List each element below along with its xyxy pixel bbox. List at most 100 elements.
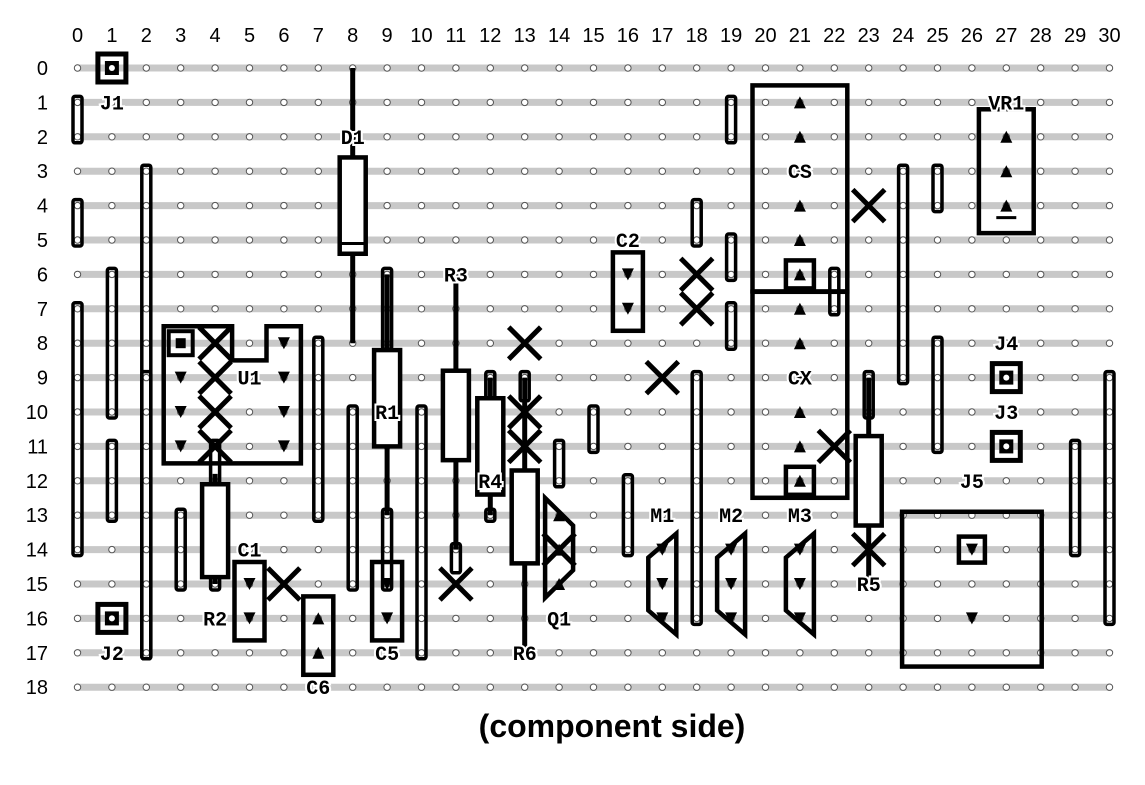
hole xyxy=(108,339,116,347)
hole xyxy=(796,649,804,657)
hole xyxy=(1105,133,1114,141)
hole xyxy=(417,339,426,347)
hole xyxy=(968,133,976,141)
hole xyxy=(177,649,185,657)
hole xyxy=(624,236,632,244)
hole xyxy=(521,270,529,279)
hole xyxy=(555,305,563,313)
wire-link xyxy=(931,163,944,214)
hole xyxy=(417,614,426,623)
hole xyxy=(383,649,391,657)
hole xyxy=(211,133,219,141)
hole xyxy=(314,270,322,279)
pin1-marker xyxy=(783,258,817,291)
hole xyxy=(245,64,254,72)
hole xyxy=(108,305,116,313)
hole xyxy=(933,408,942,416)
hole xyxy=(177,201,185,210)
hole xyxy=(108,98,116,107)
ic-u1 xyxy=(161,323,304,466)
hole xyxy=(830,98,838,107)
hole xyxy=(417,167,426,175)
hole xyxy=(417,305,426,313)
hole xyxy=(555,408,563,416)
hole xyxy=(245,201,254,210)
hole xyxy=(521,201,529,210)
hole xyxy=(108,373,116,382)
hole xyxy=(245,408,254,416)
wire-link xyxy=(140,369,153,661)
hole xyxy=(1002,339,1010,347)
hole xyxy=(73,614,82,623)
wire-link xyxy=(312,335,325,523)
hole xyxy=(693,339,701,347)
hole xyxy=(658,305,666,313)
hole xyxy=(314,339,322,347)
hole xyxy=(933,98,942,107)
hole xyxy=(761,408,770,416)
row-label: 3 xyxy=(37,161,48,183)
row-label: 15 xyxy=(26,574,48,596)
hole xyxy=(555,614,563,623)
hole xyxy=(693,201,701,210)
hole xyxy=(761,683,770,691)
ref-label-cs: CS xyxy=(788,162,812,185)
pin-down-marker xyxy=(174,440,187,453)
hole xyxy=(314,545,322,554)
hole xyxy=(73,683,82,691)
pin-down-marker xyxy=(656,612,669,625)
hole xyxy=(693,98,701,107)
hole xyxy=(383,133,391,141)
hole xyxy=(1002,477,1010,485)
hole xyxy=(727,339,735,347)
capacitor-body xyxy=(610,250,646,334)
hole xyxy=(761,339,770,347)
hole xyxy=(108,167,116,175)
hole xyxy=(1105,64,1114,72)
hole xyxy=(452,133,460,141)
hole xyxy=(968,649,976,657)
hole xyxy=(968,167,976,175)
hole xyxy=(865,133,873,141)
hole xyxy=(73,408,82,416)
mosfet-m2 xyxy=(714,528,748,640)
hole xyxy=(1071,339,1079,347)
hole xyxy=(486,98,494,107)
hole xyxy=(727,683,735,691)
wire-link xyxy=(71,301,84,558)
track-cut-x xyxy=(506,394,543,430)
hole xyxy=(177,683,185,691)
hole xyxy=(177,98,185,107)
hole xyxy=(211,270,219,279)
column-label: 20 xyxy=(754,25,776,47)
hole xyxy=(968,64,976,72)
hole xyxy=(245,98,254,107)
hole xyxy=(761,167,770,175)
hole xyxy=(245,477,254,485)
hole xyxy=(245,236,254,244)
hole xyxy=(693,408,701,416)
hole xyxy=(1037,373,1045,382)
hole xyxy=(624,683,632,691)
hole xyxy=(417,98,426,107)
hole xyxy=(245,545,254,554)
pin-up-marker xyxy=(793,337,806,350)
hole xyxy=(142,236,151,244)
pin1-marker xyxy=(956,534,988,565)
hole xyxy=(177,236,185,244)
hole xyxy=(693,683,701,691)
track-cut-x xyxy=(266,566,302,602)
hole xyxy=(658,236,666,244)
hole xyxy=(211,64,219,72)
hole xyxy=(73,649,82,657)
pin-up-marker xyxy=(793,406,806,418)
ref-label-r3: R3 xyxy=(444,265,468,288)
hole xyxy=(727,64,735,72)
row-label: 6 xyxy=(37,264,48,286)
wire-link xyxy=(621,473,635,558)
wire-link xyxy=(415,404,428,661)
hole xyxy=(1105,305,1114,313)
hole xyxy=(1071,201,1079,210)
hole xyxy=(933,477,942,485)
